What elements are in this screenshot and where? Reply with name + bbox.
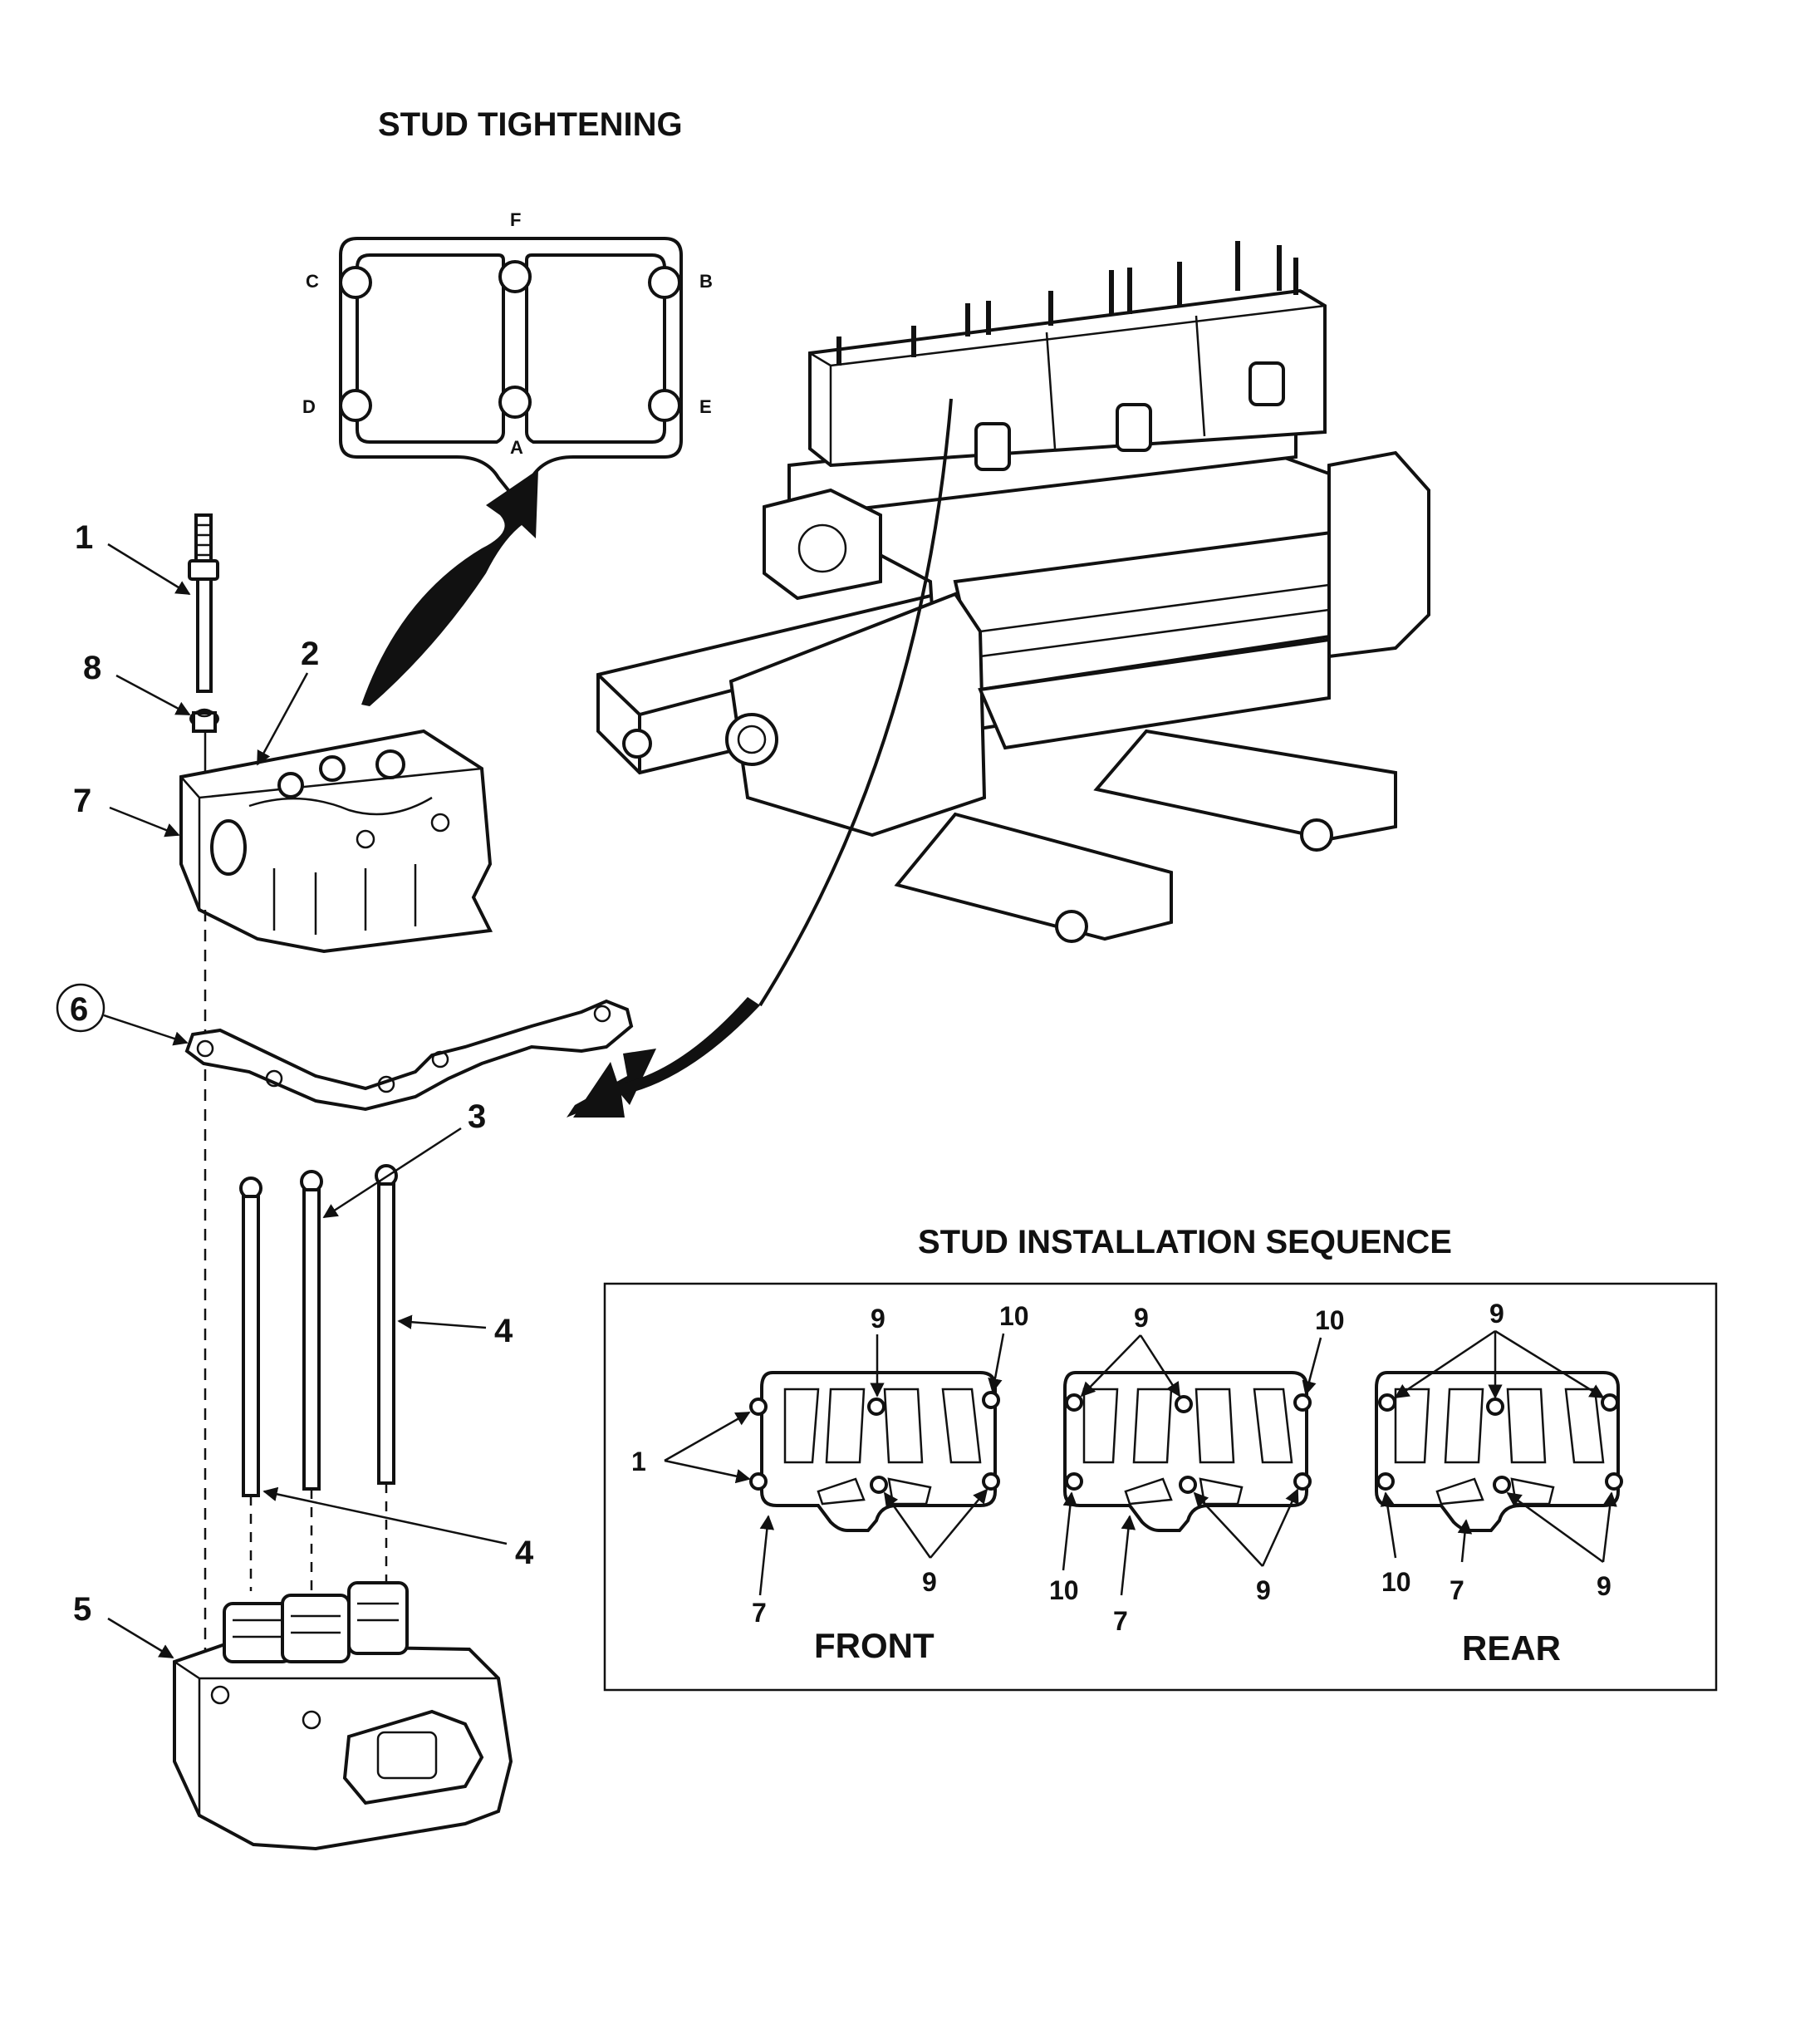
stud-hole-e [648, 389, 681, 422]
letter-e: E [699, 396, 712, 417]
stud-hole-b [648, 266, 681, 299]
callout-5: 5 [73, 1591, 91, 1628]
letter-a: A [510, 437, 523, 458]
front-seq-9-top: 9 [871, 1304, 885, 1334]
letter-d: D [302, 396, 316, 417]
letter-b: B [699, 271, 713, 292]
curved-arrow-up [361, 469, 538, 706]
callout-2: 2 [301, 636, 319, 672]
middle-seq-10-bottom: 10 [1049, 1575, 1079, 1605]
engine-assembly [596, 241, 1430, 943]
callout-4-lower: 4 [515, 1535, 534, 1571]
stud [188, 513, 219, 693]
stud-hole-a [498, 386, 532, 419]
head-gasket [184, 999, 634, 1112]
callout-4-upper: 4 [494, 1313, 513, 1349]
stud-hole-f [498, 260, 532, 293]
rear-seq-7: 7 [1450, 1575, 1464, 1605]
callout-6: 6 [70, 991, 88, 1028]
middle-gasket [1063, 1371, 1312, 1532]
washer [189, 708, 219, 733]
curved-arrow-down-line [758, 398, 953, 1007]
sequence-panel [603, 1282, 1718, 1692]
front-label: FRONT [814, 1626, 935, 1665]
middle-seq-9-top: 9 [1134, 1303, 1149, 1333]
middle-seq-7: 7 [1113, 1606, 1128, 1636]
callout-3: 3 [468, 1098, 486, 1135]
letter-c: C [306, 271, 319, 292]
stud-tightening-gasket [339, 237, 683, 502]
front-seq-1: 1 [631, 1447, 646, 1476]
rear-label: REAR [1462, 1628, 1561, 1668]
rear-seq-10-bottom: 10 [1381, 1567, 1411, 1597]
front-seq-10-top: 10 [999, 1301, 1029, 1331]
rocker-housing [179, 729, 493, 954]
stud-tightening-title: STUD TIGHTENING [378, 106, 683, 143]
front-gasket [749, 1371, 1000, 1532]
stud-installation-sequence-title: STUD INSTALLATION SEQUENCE [918, 1224, 1452, 1260]
letter-f: F [510, 209, 521, 230]
middle-seq-10-top: 10 [1315, 1305, 1345, 1335]
cylinder-head [173, 1581, 513, 1851]
rear-gasket [1375, 1371, 1623, 1532]
front-seq-9-bottom: 9 [922, 1567, 937, 1597]
rear-seq-9-top: 9 [1489, 1299, 1504, 1329]
stud-hole-d [339, 389, 372, 422]
push-rods [239, 1164, 398, 1497]
callout-6-circle [56, 983, 105, 1033]
front-seq-7: 7 [752, 1598, 767, 1628]
rear-seq-9-bottom: 9 [1597, 1571, 1612, 1601]
middle-seq-9-bottom: 9 [1256, 1575, 1271, 1605]
callout-8: 8 [83, 650, 101, 686]
callout-1: 1 [75, 519, 93, 556]
stud-hole-c [339, 266, 372, 299]
callout-7: 7 [73, 783, 91, 819]
